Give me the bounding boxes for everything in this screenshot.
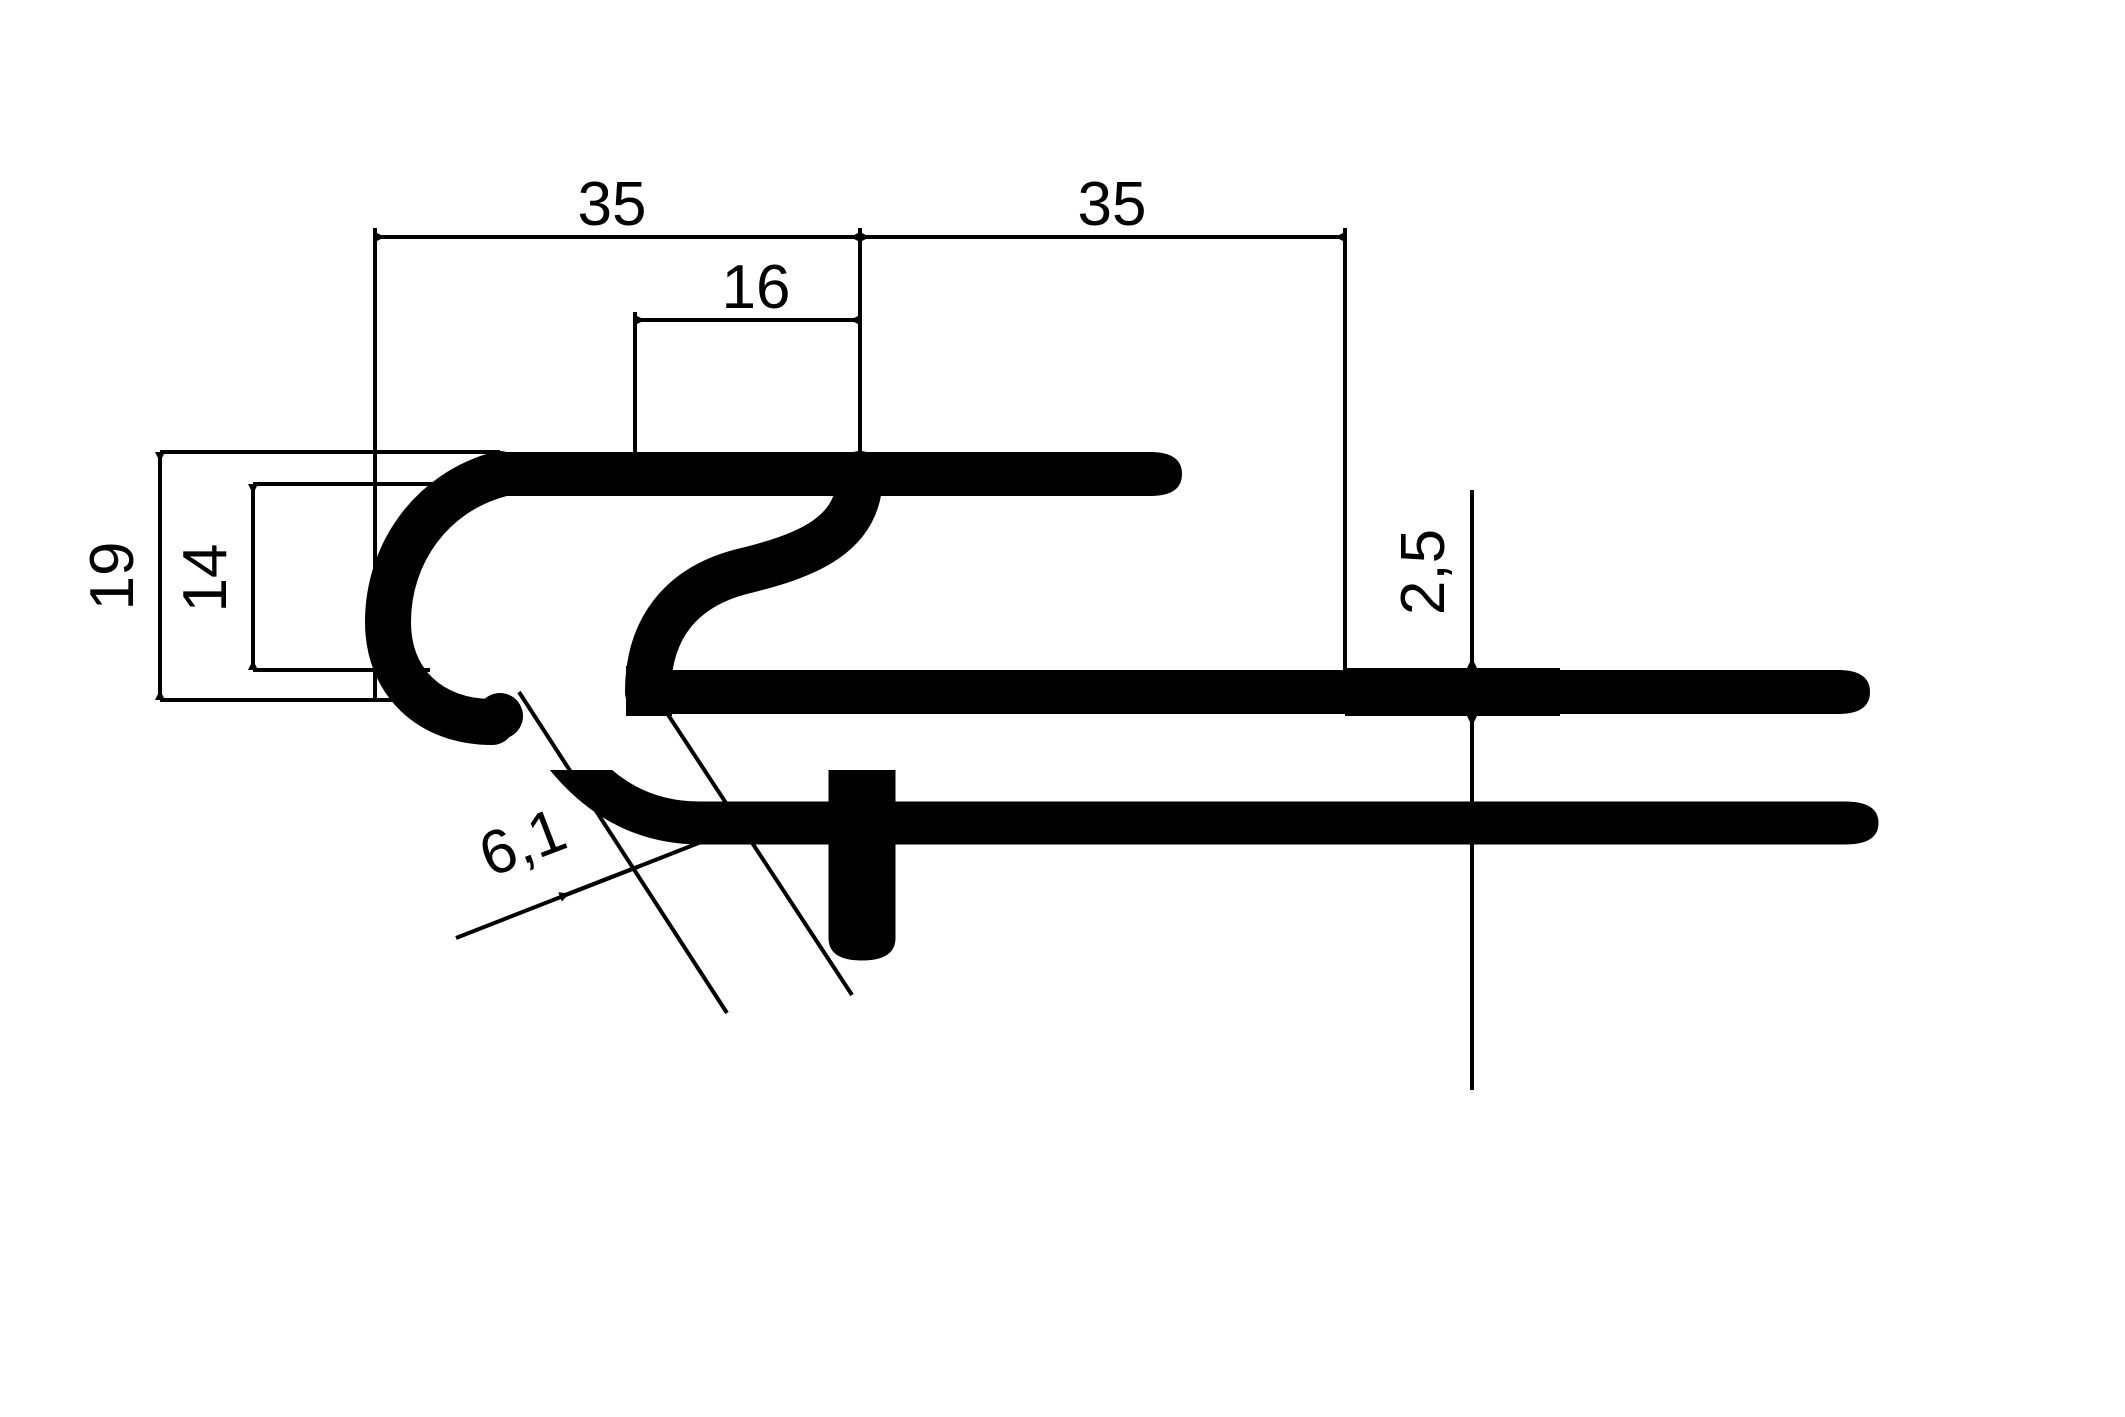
dimension-group-16 [633,312,860,452]
dim-label-height-outer-19: 19 [78,542,147,611]
dimension-group-19 [155,450,500,702]
dimension-group-2-5 [1345,490,1560,1090]
dim-label-width-inner-16: 16 [722,253,791,322]
seal-profile-final [0,420,2125,770]
dim-label-thickness-2-5: 2,5 [1389,529,1458,615]
ext-line-a-6-1 [517,690,729,1015]
dimension-group-6-1 [455,670,854,1015]
ext-line-b-6-1 [638,670,854,997]
dim-label-height-inner-14: 14 [171,544,240,613]
dim-arrow-inner-6-1 [558,864,641,902]
dimension-group-top [373,228,1347,700]
dim-arrow-outer-6-1 [639,806,782,868]
dim-label-width-right-35: 35 [1078,170,1147,239]
dimension-group-14 [248,482,500,672]
dim-label-width-left-35: 35 [578,170,647,239]
